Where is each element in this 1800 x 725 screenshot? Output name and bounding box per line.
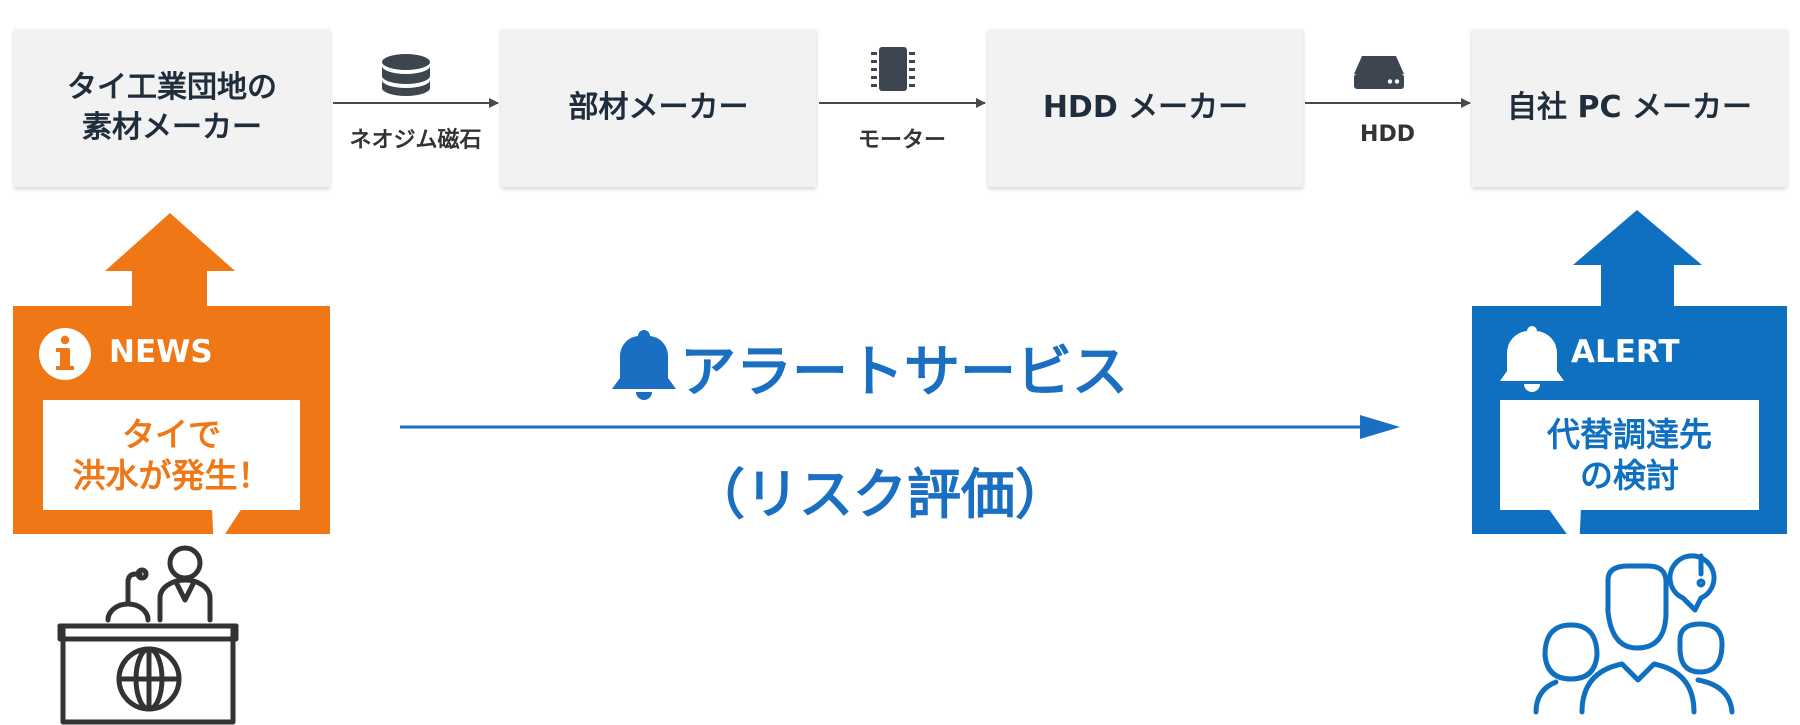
link-label-hdd: HDD xyxy=(1305,122,1470,147)
database-icon xyxy=(382,54,430,96)
news-up-arrow xyxy=(105,213,235,306)
news-message-bubble: タイで 洪水が発生！ xyxy=(43,400,300,510)
link-label-magnet: ネオジム磁石 xyxy=(333,122,498,154)
alert-up-arrow xyxy=(1573,210,1702,306)
info-icon xyxy=(39,328,91,380)
news-anchor-desk-icon xyxy=(60,548,236,722)
service-arrow-head xyxy=(1360,415,1400,439)
service-title: アラートサービス xyxy=(680,327,1160,408)
alert-message-bubble: 代替調達先 の検討 xyxy=(1500,400,1759,510)
chip-icon xyxy=(871,47,915,91)
alert-title: ALERT xyxy=(1571,334,1680,370)
news-title: NEWS xyxy=(109,334,213,370)
team-alert-icon xyxy=(1536,556,1732,712)
supply-node-parts-maker: 部材メーカー xyxy=(501,29,816,187)
hard-drive-icon xyxy=(1354,56,1404,89)
service-bell-icon xyxy=(612,330,676,400)
supply-node-material-maker: タイ工業団地の 素材メーカー xyxy=(14,29,330,187)
link-label-motor: モーター xyxy=(819,122,985,154)
supply-node-pc-maker: 自社 PC メーカー xyxy=(1472,29,1787,187)
supply-node-hdd-maker: HDD メーカー xyxy=(988,29,1303,187)
service-subtitle: （リスク評価） xyxy=(600,450,1160,529)
